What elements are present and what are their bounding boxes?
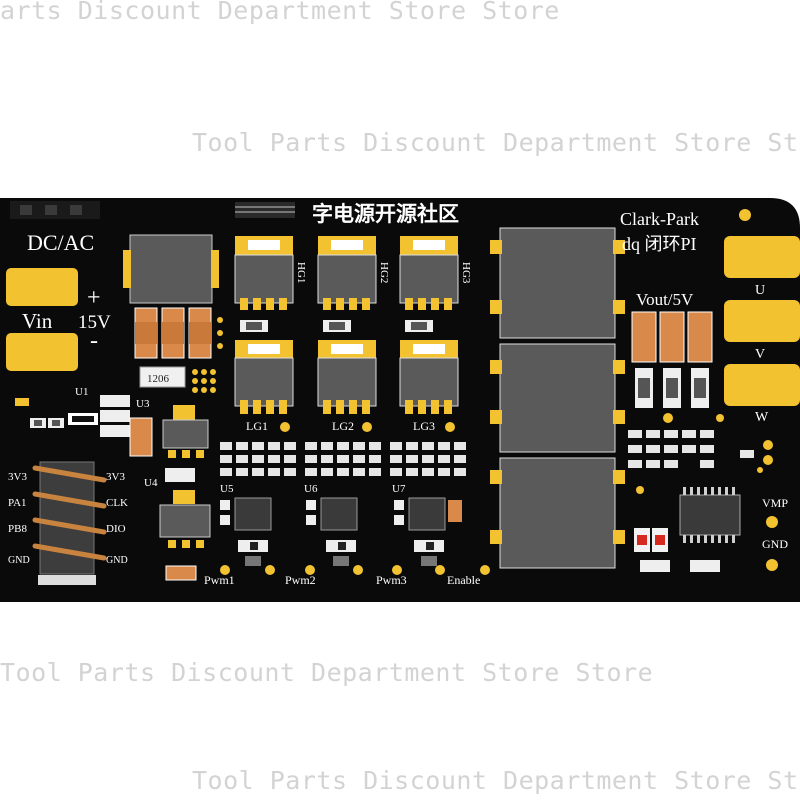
header-left-pa1: PA1 — [8, 497, 27, 509]
pwm2-label: Pwm2 — [285, 573, 316, 587]
header-pins — [32, 465, 107, 561]
low-side-mosfets — [234, 340, 459, 414]
header-right-dio: DIO — [106, 523, 126, 535]
pwm3-label: Pwm3 — [376, 573, 407, 587]
board-title: 字电源开源社区 — [312, 202, 459, 226]
hg1-label: HG1 — [295, 262, 307, 283]
watermark-bottom: Tool Parts Discount Department Store Sto… — [192, 766, 800, 795]
gate-resistors — [240, 320, 433, 332]
pwm1-label: Pwm1 — [204, 573, 235, 587]
voltage-label: 15V — [78, 312, 111, 333]
u7-label: U7 — [392, 483, 406, 495]
driver-passives — [220, 442, 466, 476]
watermark-top: arts Discount Department Store Store — [0, 0, 560, 25]
resistor-1206 — [139, 366, 186, 388]
vin-label: Vin — [22, 309, 53, 333]
dc-ac-label: DC/AC — [27, 230, 94, 255]
plus-sign: + — [87, 285, 101, 311]
bootstrap-diodes — [238, 540, 444, 566]
hg3-label: HG3 — [460, 262, 472, 284]
vin-pad-top — [6, 268, 78, 306]
gnd-right-label: GND — [762, 537, 788, 551]
u5-label: U5 — [220, 483, 234, 495]
header-left-gnd: GND — [8, 555, 30, 566]
header-right-gnd: GND — [106, 555, 128, 566]
mosfet-lg2 — [317, 340, 377, 414]
small-smd-left — [15, 395, 130, 437]
mosfet-hg1 — [234, 236, 294, 310]
header-left-3v3: 3V3 — [8, 471, 27, 483]
vout-label: Vout/5V — [636, 290, 694, 309]
lg2-label: LG2 — [332, 419, 354, 433]
regulator-u4 — [159, 490, 211, 548]
output-capacitors — [631, 311, 713, 408]
dq-pi-label: dq 闭环PI — [622, 234, 697, 254]
input-inductor — [129, 234, 213, 304]
phase-u-label: U — [755, 283, 765, 298]
clark-park-label: Clark-Park — [620, 209, 699, 229]
controller-ic — [679, 487, 741, 543]
mosfet-hg3 — [399, 236, 459, 310]
vmp-label: VMP — [762, 496, 788, 510]
u1-label: U1 — [75, 386, 88, 398]
mosfet-hg2 — [317, 236, 377, 310]
high-side-mosfets — [234, 236, 459, 310]
mosfet-lg1 — [234, 340, 294, 414]
header-left-pb8: PB8 — [8, 523, 27, 535]
status-leds — [634, 528, 668, 552]
enable-label: Enable — [447, 573, 480, 587]
hg2-label: HG2 — [378, 262, 390, 283]
vin-pad-bottom — [6, 333, 78, 371]
phase-w-label: W — [755, 410, 769, 425]
header-right-3v3: 3V3 — [106, 471, 125, 483]
mosfet-lg3 — [399, 340, 459, 414]
tantalum-cap — [129, 417, 153, 457]
input-capacitors — [134, 307, 212, 359]
top-edge-strip — [10, 201, 295, 219]
sensor-passives — [628, 430, 754, 468]
output-inductors — [490, 227, 625, 569]
watermark-upper: Tool Parts Discount Department Store Sto… — [192, 128, 800, 157]
regulator-u3 — [162, 405, 209, 458]
output-phase-pads — [724, 236, 800, 406]
lg1-label: LG1 — [246, 419, 268, 433]
header-right-clk: CLK — [106, 497, 128, 509]
watermark-lower: Tool Parts Discount Department Store Sto… — [0, 658, 654, 687]
via-grid — [192, 317, 223, 393]
lg3-label: LG3 — [413, 419, 435, 433]
driver-ics — [220, 497, 462, 531]
u3-label: U3 — [136, 398, 150, 410]
minus-sign: - — [90, 328, 98, 354]
u4-label: U4 — [144, 477, 158, 489]
resistor-code: 1206 — [147, 373, 170, 385]
phase-v-label: V — [755, 347, 765, 362]
u6-label: U6 — [304, 483, 318, 495]
